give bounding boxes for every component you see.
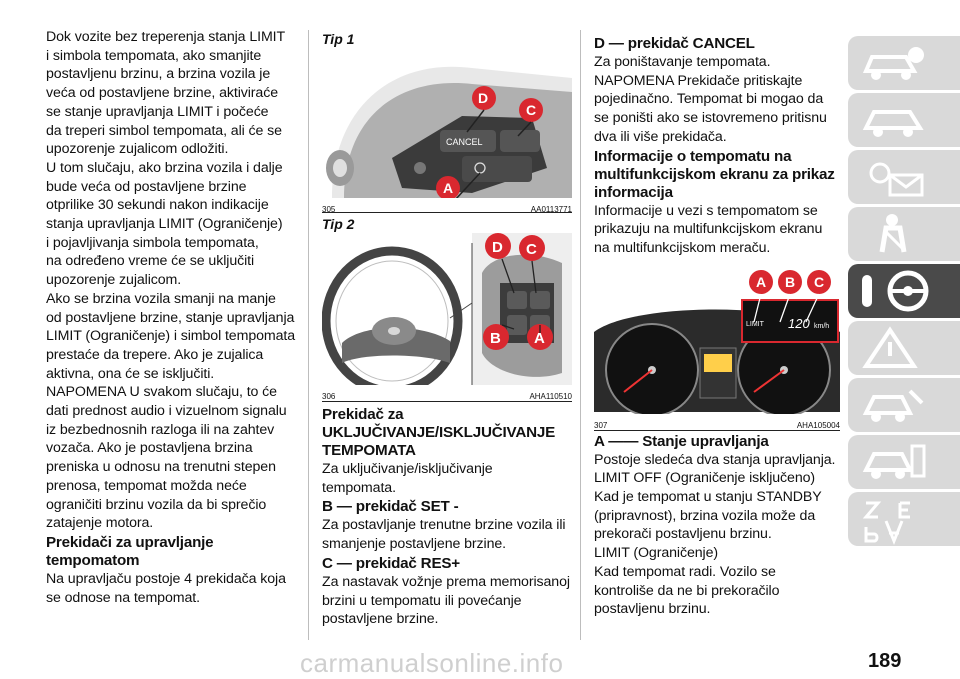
paragraph: U tom slučaju, ako brzina vozila i dalje… [46,159,283,289]
figure-number: 306 [322,392,336,401]
section-heading: B — prekidač SET - [322,498,459,516]
alphabet-index-icon [862,501,910,546]
paragraph: Za nastavak vožnje prema memorisanoj brz… [322,573,570,628]
section-heading: D — prekidač CANCEL [594,35,755,52]
speed-unit: km/h [814,323,829,330]
column-divider-1 [308,30,309,640]
section-heading: Informacije o tempomatu na multifunkcijs… [594,147,835,201]
figure-307: LIMIT 120 km/h A B C 307 AHA105004 [594,261,840,431]
callout-c: C [526,102,536,118]
column-divider-2 [580,30,581,640]
figure-306: D C B A 306 AHA110510 [321,233,572,402]
paragraph: Kad je tempomat u stanju STANDBY (pripra… [594,489,822,543]
callout-a: A [443,180,453,196]
chapter-tab-car[interactable] [848,93,960,147]
car-specs-icon [862,444,926,479]
column-2: Tip 1 CANCEL D C A 305 AA01 [321,30,572,629]
figure-footer: 306 AHA110510 [322,390,572,401]
paragraph: Postoje sledeća dva stanja upravljanja. [594,451,836,468]
paragraph: Za postavljanje trenutne brzine vozila i… [322,517,566,553]
figure-number: 307 [594,420,608,430]
cancel-label: CANCEL [446,137,483,147]
car-icon [862,110,924,137]
warning-triangle-icon [862,326,918,368]
figure-title: Tip 1 [322,31,355,47]
figure-305: CANCEL D C A 305 AA0113771 [322,48,572,214]
paragraph: Kad tempomat radi. Vozilo se kontroliše … [594,563,780,618]
figure-code: AHA110510 [529,392,572,401]
callout-b: B [785,274,795,290]
section-heading: A —— Stanje upravljanja [594,432,769,450]
seatbelt-person-icon [879,214,907,253]
key-steering-wheel-icon [862,270,929,312]
chapter-tab-index[interactable] [848,492,960,546]
chapter-sidebar [848,36,960,549]
section-heading: Prekidač za UKLJUČIVANJE/ISKLJUČIVANJE T… [322,406,556,459]
figure-title: Tip 2 [322,216,355,232]
steering-wheel-illustration-type2: D C B A [321,233,572,396]
paragraph: Ako se brzina vozila smanji na manje od … [46,290,296,382]
paragraph: Dok vozite bez treperenja stanja LIMIT i… [46,29,286,158]
limit-label: LIMIT [746,321,765,328]
section-heading: Prekidači za upravljanje tempomatom [46,533,214,569]
callout-d: D [492,239,503,256]
speed-value: 120 [788,316,810,331]
callout-a: A [534,330,545,347]
callout-d: D [478,90,488,106]
figure-code: AA0113771 [530,205,572,214]
callout-a: A [756,274,766,290]
chapter-tab-maintenance[interactable] [848,378,960,432]
section-heading: C — prekidač RES+ [322,554,460,572]
car-wrench-icon [862,389,924,422]
paragraph: NAPOMENA U svakom slučaju, to će dati pr… [46,384,287,532]
paragraph: Na upravljaču postoje 4 prekidača koja s… [46,570,286,606]
chapter-tab-vehicle-info[interactable] [848,36,960,90]
chapter-tab-driving[interactable] [848,264,960,318]
figure-code: AHA105004 [796,420,840,430]
paragraph: NAPOMENA Prekidače pritiskajte pojedinač… [594,72,827,145]
paragraph: LIMIT OFF (Ograničenje isključeno) [594,470,816,487]
callout-b: B [490,330,501,347]
paragraph: Informacije u vezi s tempomatom se prika… [594,202,823,256]
callout-c: C [526,241,537,258]
chapter-tab-safety[interactable] [848,207,960,261]
paragraph: LIMIT (Ograničenje) [594,545,718,562]
page-number: 189 [868,650,902,672]
figure-footer: 307 AHA105004 [594,419,840,430]
figure-footer: 305 AA0113771 [322,203,572,214]
light-envelope-icon [869,162,924,197]
column-3: D — prekidač CANCEL Za poništavanje temp… [594,34,840,619]
callout-c: C [814,274,824,290]
chapter-tab-emergency[interactable] [848,321,960,375]
column-1: Dok vozite bez treperenja stanja LIMIT i… [46,28,296,607]
instrument-cluster-illustration: LIMIT 120 km/h A B C [594,261,840,417]
paragraph: Za poništavanje tempomata. [594,54,771,70]
watermark: carmanualsonline.info [300,648,564,678]
chapter-tab-lights-messages[interactable] [848,150,960,204]
steering-switch-illustration-type1: CANCEL D C A [322,48,572,201]
chapter-tab-technical-data[interactable] [848,435,960,489]
car-info-icon [862,47,924,80]
paragraph: Za uključivanje/isključivanje tempomata. [322,461,493,496]
figure-number: 305 [322,205,336,214]
